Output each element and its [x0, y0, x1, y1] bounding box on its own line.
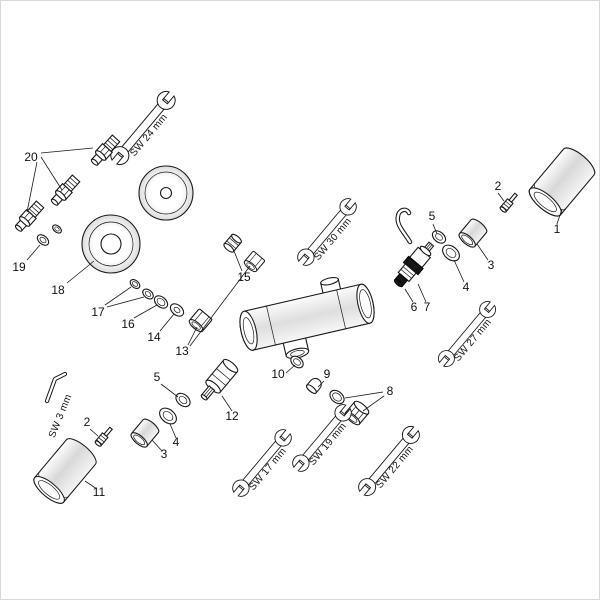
- part-14-washer: [169, 303, 185, 317]
- label-part-5-left: 5: [154, 370, 161, 384]
- label-part-4-right: 4: [463, 280, 470, 294]
- label-part-20: 20: [24, 150, 38, 164]
- label-part-13: 13: [175, 344, 189, 358]
- wrench-sw17-icon: [229, 426, 295, 500]
- leader-lines-bottom-left: [84, 383, 233, 490]
- mixer-body: [239, 276, 375, 359]
- part-16-ring: [153, 295, 169, 309]
- label-part-16: 16: [121, 317, 135, 331]
- part-15-insert: [223, 233, 242, 253]
- leader-lines-right: [404, 192, 563, 303]
- label-part-18: 18: [51, 283, 65, 297]
- allen-key-sw3-icon: [44, 371, 68, 404]
- label-part-15: 15: [237, 270, 251, 284]
- part-12-cartridge: [195, 356, 241, 405]
- part-3-cap-right: [456, 216, 490, 251]
- label-part-10: 10: [271, 367, 285, 381]
- part-8-ring: [329, 389, 345, 405]
- label-part-1: 1: [554, 222, 561, 236]
- label-part-5-right: 5: [429, 209, 436, 223]
- part-8-aerator: [344, 400, 370, 426]
- label-part-3-right: 3: [488, 258, 495, 272]
- label-part-4-left: 4: [173, 435, 180, 449]
- label-part-17: 17: [91, 305, 105, 319]
- label-part-6: 6: [411, 300, 418, 314]
- part-9-check-valve: [306, 377, 322, 394]
- label-part-2-right: 2: [495, 179, 502, 193]
- part-4-ring-left: [159, 407, 177, 425]
- part-5-ring-right: [431, 230, 447, 244]
- label-part-19: 19: [12, 260, 26, 274]
- label-part-12: 12: [225, 409, 239, 423]
- part-10-oring: [290, 355, 304, 369]
- label-part-7: 7: [424, 300, 431, 314]
- part-18-escutcheons: [81, 165, 194, 274]
- label-part-11: 11: [93, 485, 106, 499]
- wrench-sw22-icon: [355, 422, 423, 500]
- label-part-8: 8: [387, 384, 394, 398]
- wrench-sw24-icon: [107, 87, 179, 169]
- leader-lines-top-left: [26, 147, 251, 347]
- part-1-handle: [524, 142, 599, 222]
- part-6-7-thermostat-cartridge: [389, 237, 440, 292]
- part-17-oring-a: [129, 278, 141, 290]
- part-5-ring-left: [175, 392, 191, 408]
- part-2-screw-right: [498, 191, 520, 214]
- leader-lines-bottom-center: [285, 364, 385, 412]
- label-part-9: 9: [324, 367, 331, 381]
- label-part-14: 14: [147, 330, 161, 344]
- part-4-ring-right: [442, 244, 460, 262]
- label-part-2-left: 2: [84, 415, 91, 429]
- wrench-sw30-icon: [294, 195, 360, 269]
- part-19-seals: [36, 224, 62, 246]
- label-part-3-left: 3: [161, 447, 168, 461]
- label-sw3: SW 3 mm: [47, 393, 74, 440]
- part-11-handle: [29, 433, 101, 509]
- wrench-sw19-icon: [289, 401, 355, 475]
- part-17-oring-b: [142, 288, 154, 300]
- temperature-hook: [395, 207, 413, 245]
- part-2-screw-left: [93, 425, 115, 448]
- wrench-sw27-icon: [435, 298, 499, 370]
